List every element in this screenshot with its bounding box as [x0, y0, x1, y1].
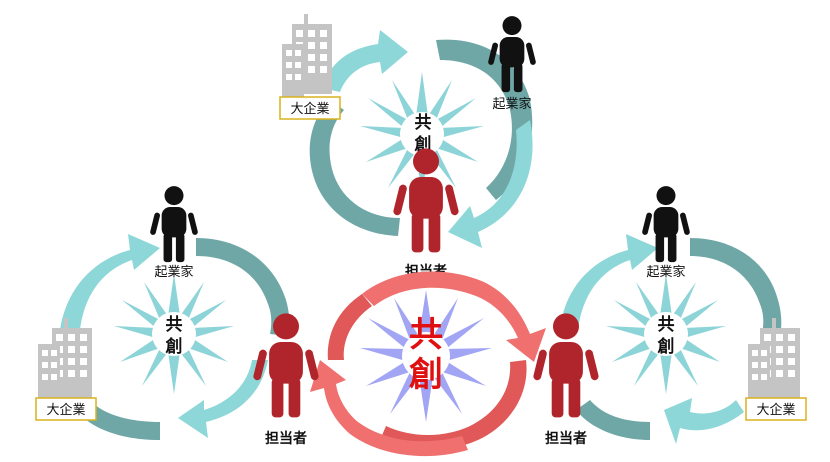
right-starburst-icon [606, 274, 726, 394]
right-building-icon [748, 318, 800, 400]
left-corporation-box [35, 397, 97, 421]
left-manager-label: 担当者 [265, 430, 307, 447]
left-building-icon [38, 318, 92, 400]
top-cycle: 共 創 大企業 起業家 担当者 [279, 14, 537, 280]
top-arrow-to-entrepreneur [322, 30, 408, 92]
top-starburst-icon [360, 72, 484, 196]
left-entrepreneur-person-icon [149, 186, 199, 263]
left-starburst-icon [114, 274, 234, 394]
left-arrow-to-entrepreneur [60, 234, 160, 330]
top-entrepreneur-label: 起業家 [492, 96, 531, 112]
left-cycle: 共 創 大企業 起業家 担当者 [35, 186, 320, 447]
right-arrow-to-entrepreneur [560, 234, 658, 330]
top-corporation-label: 大企業 [290, 101, 329, 117]
center-cocreation-label-1: 共 [409, 315, 443, 355]
left-corporation-label: 大企業 [46, 402, 85, 418]
top-cocreation-label-1: 共 [415, 113, 432, 133]
top-corporation-box [279, 96, 341, 120]
center-starburst-icon [360, 290, 492, 422]
left-cocreation-label-2: 創 [165, 336, 183, 357]
right-cocreation-label-2: 創 [657, 336, 675, 357]
top-arrow-left-arc [309, 100, 400, 236]
center-arrow-top-left [327, 294, 372, 360]
left-manager-person-icon [252, 313, 320, 418]
right-manager-label: 担当者 [545, 430, 587, 447]
left-entrepreneur-label: 起業家 [154, 264, 193, 280]
left-arrow-to-corp-bottom [178, 360, 268, 438]
right-cycle: 共 創 大企業 起業家 担当者 [532, 186, 807, 447]
right-corporation-box [745, 397, 807, 421]
right-arrow-right-arc [690, 238, 782, 336]
left-cocreation-label-1: 共 [166, 315, 183, 335]
right-corporation-label: 大企業 [756, 402, 795, 418]
right-arrow-to-manager-bottom [664, 398, 744, 444]
top-arrow-to-manager [448, 120, 533, 248]
top-building-icon [282, 14, 332, 100]
center-arrow-top-right [362, 271, 546, 362]
center-arrow-bottom-right [380, 360, 527, 451]
center-cycle: 共 創 [310, 271, 546, 457]
center-arrow-bottom-left [310, 360, 468, 457]
right-cocreation-label-1: 共 [658, 315, 675, 335]
center-cocreation-label-2: 創 [409, 355, 443, 395]
left-arrow-bottom-arc [76, 400, 160, 440]
right-arrow-bottom-arc [576, 400, 650, 440]
right-entrepreneur-label: 起業家 [646, 264, 685, 280]
